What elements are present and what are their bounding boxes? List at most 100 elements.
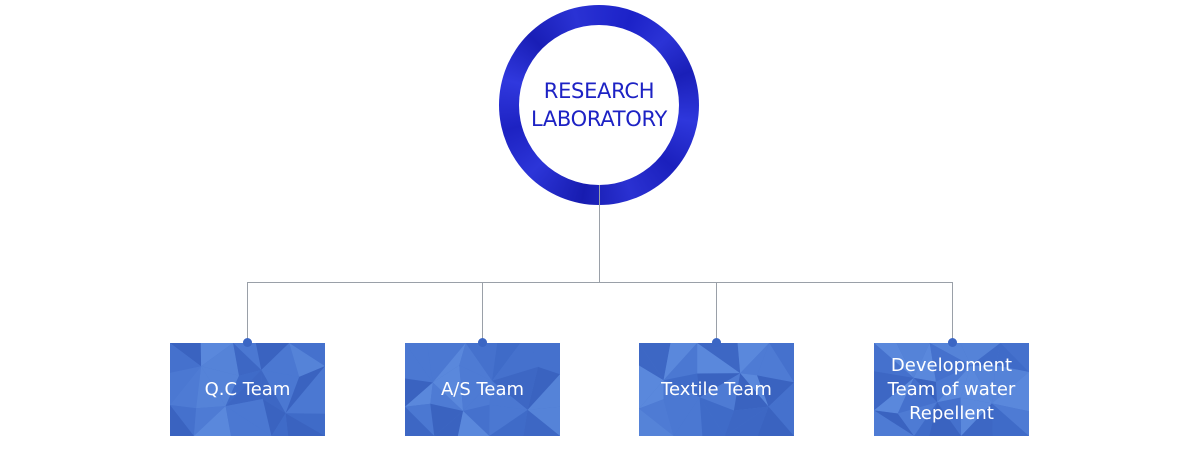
poly-facet	[740, 373, 769, 407]
poly-facet	[913, 377, 938, 403]
poly-facet	[961, 403, 993, 436]
poly-facet	[527, 406, 560, 436]
poly-facet	[699, 397, 734, 436]
poly-facet	[289, 343, 325, 377]
poly-facet	[459, 365, 492, 411]
team-box-water-repellent: Development Team of water Repellent	[874, 343, 1029, 436]
poly-facet	[960, 397, 992, 436]
poly-pattern	[874, 343, 1029, 436]
poly-facet	[740, 343, 770, 376]
poly-facet	[639, 365, 664, 409]
poly-facet	[991, 403, 1029, 436]
poly-pattern	[405, 343, 560, 436]
poly-facet	[913, 343, 936, 382]
poly-facet	[261, 343, 300, 377]
poly-facet	[405, 378, 433, 407]
poly-facet	[663, 343, 698, 381]
poly-facet	[929, 343, 971, 382]
poly-facet	[430, 403, 464, 436]
poly-facet	[995, 343, 1029, 372]
poly-facet	[639, 408, 674, 436]
poly-facet	[405, 382, 433, 407]
poly-facet	[970, 365, 996, 404]
poly-facet	[233, 343, 262, 376]
poly-facet	[193, 406, 231, 436]
poly-facet	[200, 343, 234, 367]
connector-branch	[482, 282, 483, 342]
poly-facet	[896, 343, 930, 378]
poly-facet	[255, 343, 290, 370]
poly-facet	[527, 374, 560, 410]
poly-facet	[991, 365, 1029, 404]
poly-facet	[463, 380, 492, 411]
poly-facet	[527, 366, 560, 410]
poly-facet	[937, 397, 962, 436]
poly-facet	[639, 399, 674, 436]
poly-facet	[225, 370, 262, 407]
poly-facet	[489, 409, 528, 436]
team-label: Textile Team	[661, 378, 772, 400]
poly-facet	[262, 399, 286, 436]
poly-facet	[463, 404, 490, 436]
team-box-as: A/S Team	[405, 343, 560, 436]
poly-facet	[170, 366, 202, 405]
poly-facet	[170, 366, 202, 409]
connector-dot	[948, 338, 957, 347]
poly-facet	[285, 366, 325, 414]
poly-facet	[193, 406, 226, 436]
poly-facet	[639, 380, 664, 409]
poly-facet	[405, 403, 435, 436]
poly-facet	[697, 343, 741, 374]
poly-facet	[405, 343, 433, 383]
poly-facet	[523, 409, 560, 436]
poly-facet	[170, 343, 202, 367]
poly-facet	[757, 375, 794, 407]
poly-facet	[285, 366, 325, 414]
poly-facet	[663, 373, 700, 398]
poly-facet	[201, 366, 239, 407]
poly-facet	[465, 343, 498, 381]
connector-dot	[478, 338, 487, 347]
poly-facet	[737, 343, 770, 374]
root-node-ring: RESEARCH LABORATORY	[499, 5, 699, 205]
poly-facet	[970, 343, 1001, 366]
poly-facet	[492, 343, 538, 381]
poly-facet	[897, 402, 938, 436]
connector-bus	[247, 282, 953, 283]
poly-facet	[874, 343, 914, 378]
poly-facet	[937, 365, 971, 403]
connector-dot	[712, 338, 721, 347]
poly-facet	[520, 343, 560, 375]
poly-facet	[757, 406, 794, 436]
poly-facet	[170, 405, 197, 436]
poly-facet	[874, 410, 915, 436]
root-node: RESEARCH LABORATORY	[519, 25, 679, 185]
connector-trunk	[599, 185, 600, 282]
poly-facet	[768, 399, 794, 436]
poly-facet	[457, 411, 490, 436]
poly-facet	[874, 371, 914, 411]
connector-branch	[716, 282, 717, 342]
poly-facet	[426, 343, 466, 383]
poly-facet	[874, 410, 915, 436]
poly-facet	[757, 343, 794, 383]
poly-facet	[724, 406, 769, 436]
poly-facet	[960, 365, 992, 404]
poly-facet	[960, 343, 1001, 366]
poly-pattern	[639, 343, 794, 436]
team-label: Q.C Team	[204, 378, 291, 400]
poly-facet	[991, 372, 1029, 412]
poly-facet	[697, 373, 741, 398]
poly-facet	[929, 402, 962, 436]
poly-facet	[225, 399, 272, 436]
poly-facet	[432, 343, 466, 383]
poly-facet	[459, 343, 492, 381]
poly-facet	[289, 343, 325, 367]
poly-facet	[271, 413, 289, 436]
team-label: Development Team of water Repellent	[887, 354, 1016, 424]
poly-facet	[489, 380, 528, 410]
poly-facet	[673, 397, 703, 436]
poly-facet	[261, 370, 300, 414]
poly-facet	[170, 343, 202, 373]
